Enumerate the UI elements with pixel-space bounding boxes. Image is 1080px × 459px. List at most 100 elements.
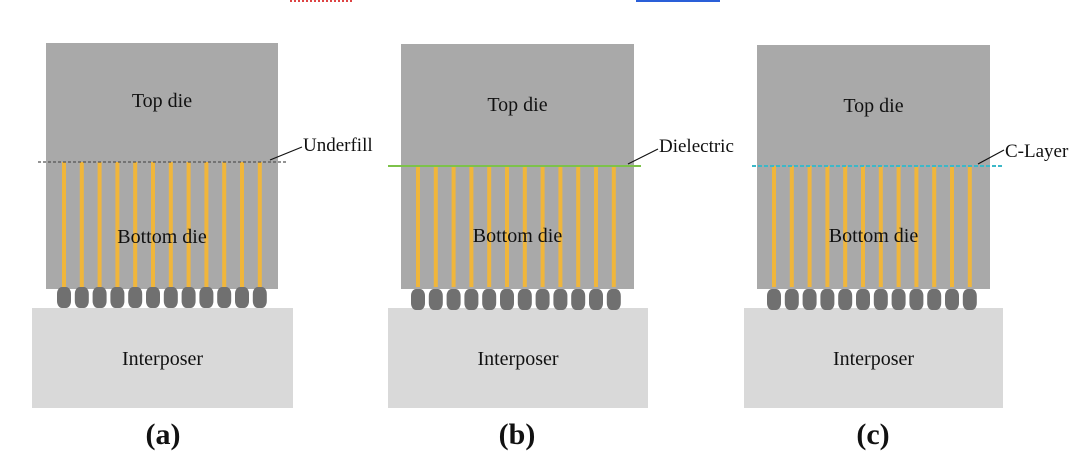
micro-bump <box>802 289 817 310</box>
tsv-via <box>611 166 616 287</box>
panel-b-drawing <box>388 44 659 408</box>
micro-bump <box>199 287 214 308</box>
bottom-die-block <box>46 161 278 289</box>
micro-bump <box>411 289 425 310</box>
tsv-via <box>62 162 66 287</box>
micro-bump <box>217 287 232 308</box>
tsv-via <box>772 166 776 287</box>
decorative-blue-underline <box>636 0 720 2</box>
tsv-via <box>807 166 812 287</box>
interposer-block <box>744 308 1003 408</box>
micro-bump <box>181 287 196 308</box>
tsv-via <box>861 166 865 287</box>
micro-bump <box>57 287 71 308</box>
tsv-via <box>825 166 830 287</box>
micro-bump <box>535 289 550 310</box>
panel-a-drawing <box>32 43 303 408</box>
micro-bump <box>873 289 888 310</box>
tsv-via <box>257 162 262 287</box>
micro-bump <box>517 289 532 310</box>
underfill-label: Underfill <box>303 135 373 156</box>
micro-bump <box>553 289 568 310</box>
tsv-via <box>133 162 138 287</box>
tsv-via <box>576 166 581 287</box>
tsv-via <box>469 166 474 287</box>
top-die-label: Top die <box>487 94 548 116</box>
top-die-block <box>46 43 278 161</box>
tsv-via <box>967 166 972 287</box>
callout-leader-line <box>977 149 1005 165</box>
micro-bump <box>820 289 835 310</box>
micro-bump <box>252 287 267 308</box>
tsv-via <box>416 166 420 287</box>
panel-a: Top die Bottom die Interposer Underfill … <box>0 0 373 459</box>
micro-bump <box>464 289 479 310</box>
micro-bump <box>110 287 125 308</box>
micro-bump <box>128 287 143 308</box>
tsv-via <box>115 162 120 287</box>
interposer-label: Interposer <box>121 348 204 370</box>
tsv-via <box>204 162 209 287</box>
micro-bump <box>446 289 461 310</box>
decorative-red-underline <box>290 0 352 2</box>
micro-bump <box>962 289 977 310</box>
top-die-label: Top die <box>843 95 904 117</box>
top-die-block <box>401 44 634 166</box>
tsv-group <box>62 162 262 287</box>
tsv-via <box>594 166 598 287</box>
tsv-via <box>487 166 492 287</box>
micro-bump <box>146 287 160 308</box>
micro-bump <box>92 287 107 308</box>
dielectric-label: Dielectric <box>659 136 734 157</box>
tsv-via <box>222 162 227 287</box>
bump-group <box>767 289 977 310</box>
interposer-label: Interposer <box>832 348 915 370</box>
interposer-block <box>388 308 648 408</box>
micro-bump <box>163 287 178 308</box>
panel-c-drawing <box>744 45 1005 408</box>
tsv-group <box>772 166 972 287</box>
tsv-via <box>558 166 563 287</box>
tsv-via <box>240 162 244 287</box>
tsv-via <box>168 162 173 287</box>
panel-letter-b: (b) <box>498 418 536 451</box>
tsv-via <box>914 166 919 287</box>
micro-bump <box>838 289 853 310</box>
micro-bump <box>74 287 89 308</box>
tsv-via <box>540 166 545 287</box>
tsv-via <box>896 166 901 287</box>
micro-bump <box>589 289 603 310</box>
micro-bump <box>909 289 924 310</box>
tsv-via <box>451 166 456 287</box>
callout-leader-line <box>269 146 303 161</box>
tsv-via <box>186 162 191 287</box>
interposer-block <box>32 308 293 408</box>
panel-letter-a: (a) <box>145 418 181 451</box>
micro-bump <box>856 289 870 310</box>
micro-bump <box>606 289 621 310</box>
tsv-via <box>789 166 794 287</box>
panel-b: Top die Bottom die Interposer Dielectric… <box>356 0 734 459</box>
micro-bump <box>945 289 959 310</box>
tsv-via <box>151 162 155 287</box>
panel-letter-c: (c) <box>856 418 890 451</box>
bottom-die-label: Bottom die <box>117 226 207 248</box>
top-die-block <box>757 45 990 166</box>
tsv-via <box>97 162 102 287</box>
bottom-die-label: Bottom die <box>828 225 919 247</box>
c-layer-label: C-Layer <box>1005 141 1069 162</box>
bottom-die-label: Bottom die <box>472 225 563 247</box>
top-die-label: Top die <box>131 90 193 112</box>
interposer-label: Interposer <box>477 348 559 370</box>
micro-bump <box>482 289 497 310</box>
micro-bump <box>767 289 781 310</box>
micro-bump <box>428 289 443 310</box>
callout-leader-line <box>627 148 659 165</box>
micro-bump <box>500 289 514 310</box>
tsv-via <box>843 166 848 287</box>
tsv-via <box>522 166 527 287</box>
micro-bump <box>235 287 249 308</box>
panel-c: Top die Bottom die Interposer C-Layer (c… <box>714 0 1074 459</box>
bump-group <box>411 289 621 310</box>
tsv-via <box>950 166 954 287</box>
